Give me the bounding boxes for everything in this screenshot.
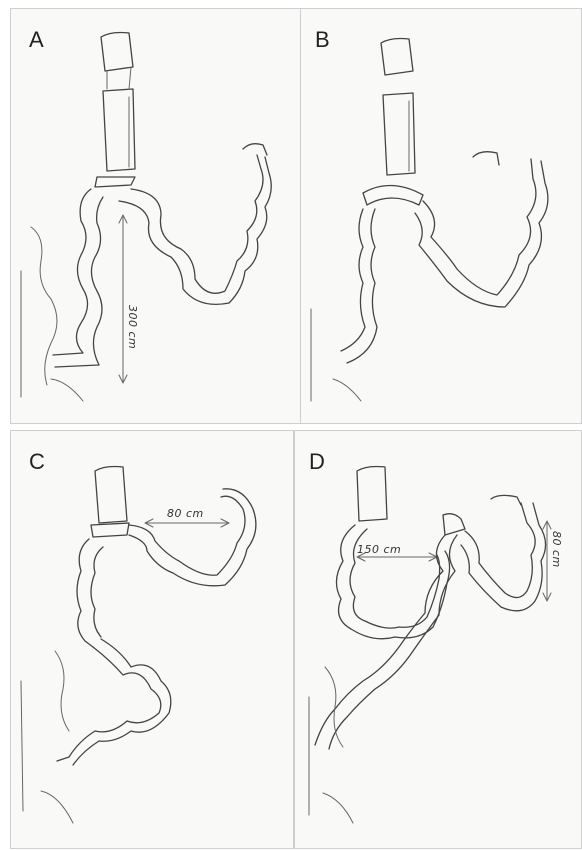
- bowel-limb: [341, 209, 365, 351]
- panel-c-drawing: [11, 431, 295, 850]
- panel-b-drawing: [301, 9, 582, 425]
- panel-d: D 150 cm 80 cm: [294, 430, 582, 849]
- pylorus: [95, 177, 135, 187]
- esophagus: [95, 467, 127, 524]
- measure-label-c: 80 cm: [167, 507, 204, 520]
- panel-a-drawing: [11, 9, 303, 425]
- bp-limb: [465, 503, 535, 598]
- stomach-pouch: [383, 93, 415, 175]
- panel-a: A 300 cm: [10, 8, 302, 424]
- measure-label-a: 300 cm: [126, 305, 139, 349]
- panel-c: C 80 cm: [10, 430, 294, 849]
- stomach-pouch: [103, 89, 135, 171]
- pylorus: [363, 185, 423, 205]
- anastomosis: [443, 514, 465, 535]
- esophagus: [357, 467, 387, 522]
- esophagus: [101, 33, 133, 72]
- gastric-stump: [91, 523, 129, 537]
- measure-label-d: 150 cm: [357, 543, 401, 556]
- measure-label-d2: 80 cm: [550, 531, 563, 568]
- colon-sketch: [31, 227, 57, 385]
- colon-sketch: [55, 651, 69, 731]
- bowel-loop: [131, 155, 263, 293]
- bowel-loop: [423, 159, 536, 295]
- panel-b: B: [300, 8, 582, 424]
- esophagus: [381, 39, 413, 76]
- panel-d-drawing: [295, 431, 582, 850]
- bowel-limb: [53, 189, 91, 355]
- colon-sketch: [311, 309, 361, 401]
